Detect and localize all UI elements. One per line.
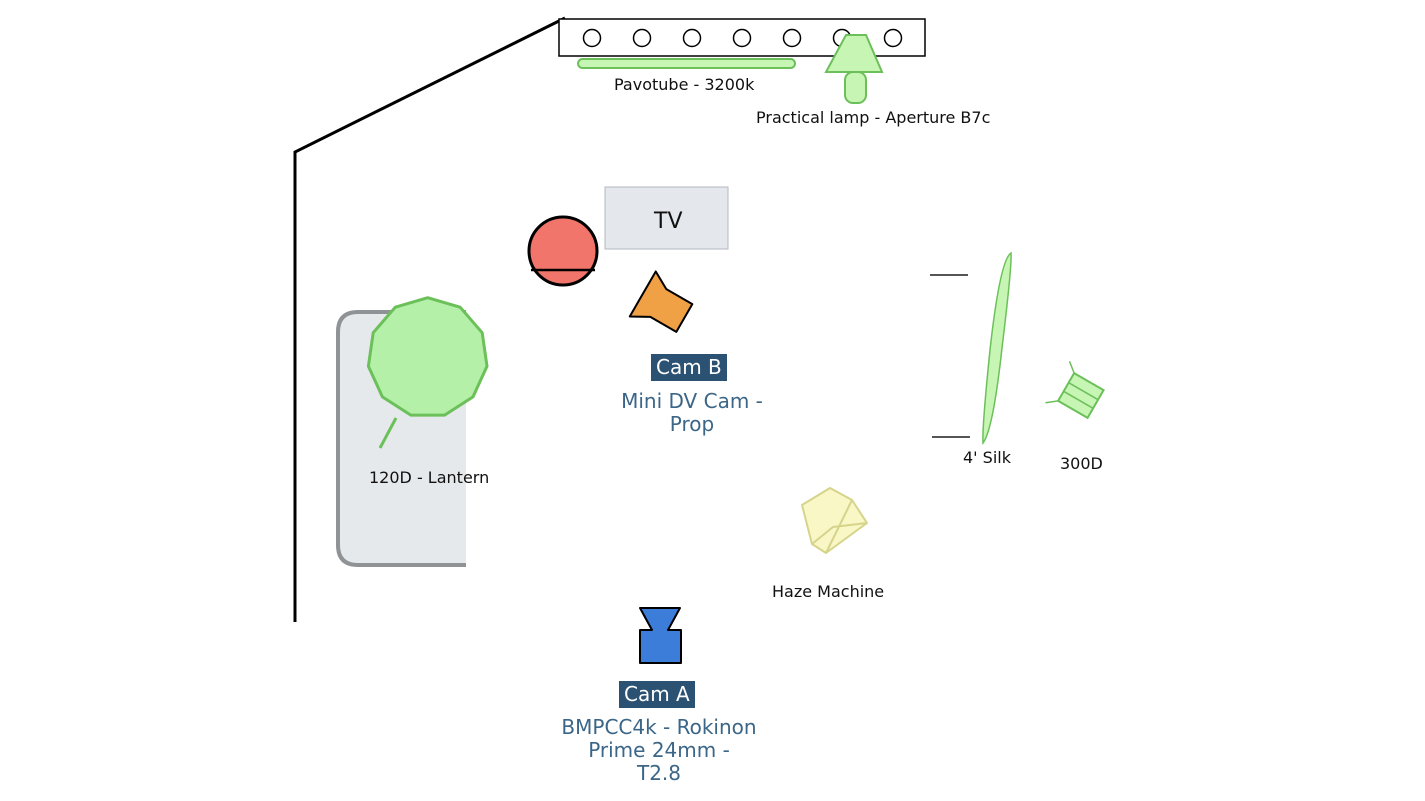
cam-a-tag: Cam A	[619, 681, 695, 708]
round-table-icon	[527, 215, 599, 287]
camera-icon	[639, 607, 682, 664]
300d-label: 300D	[1060, 454, 1103, 473]
cam-b-description: Mini DV Cam - Prop	[592, 390, 792, 436]
cam-a-description-line: Prime 24mm -	[588, 738, 730, 762]
cam-b-description-line: Prop	[669, 412, 715, 436]
cam-a-description-line: T2.8	[636, 761, 682, 785]
cam-a-description-line: BMPCC4k - Rokinon	[561, 715, 757, 739]
cam-b-description-line: Mini DV Cam -	[621, 389, 763, 413]
practical-lamp-label: Practical lamp - Aperture B7c	[756, 108, 991, 127]
light-fixture-icon	[1045, 360, 1105, 420]
wall-outline	[293, 16, 566, 622]
tv-label: TV	[654, 209, 683, 234]
lantern-label: 120D - Lantern	[369, 468, 490, 487]
silk-label: 4' Silk	[963, 448, 1011, 467]
lamp-icon	[824, 34, 884, 104]
silk-frame-icon	[930, 251, 1012, 446]
haze-machine-icon	[801, 487, 868, 554]
cam-a-description: BMPCC4k - Rokinon Prime 24mm - T2.8	[539, 716, 779, 785]
cam-b-tag: Cam B	[651, 354, 727, 381]
camera-icon	[628, 270, 694, 333]
pavotube-label: Pavotube - 3200k	[614, 75, 755, 94]
lantern-icon	[366, 296, 489, 449]
tube-light-icon	[577, 58, 796, 69]
tv-icon	[604, 186, 729, 250]
haze-machine-label: Haze Machine	[772, 582, 885, 601]
